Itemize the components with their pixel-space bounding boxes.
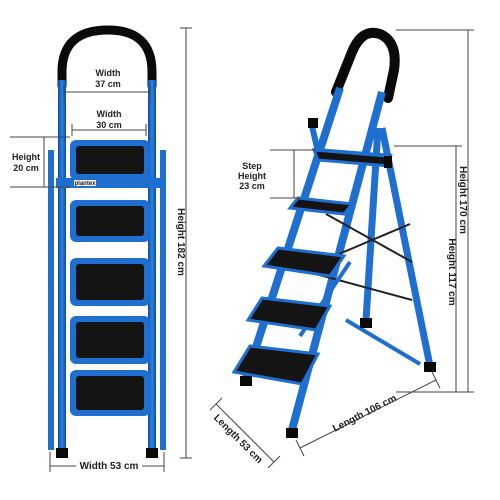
front-inner-width-label: Width bbox=[97, 109, 122, 119]
side-ladder bbox=[231, 27, 436, 438]
side-step bbox=[287, 196, 355, 216]
side-total-height: Height 170 cm bbox=[457, 166, 468, 234]
front-step-height-label: Height bbox=[12, 152, 40, 162]
front-step bbox=[70, 140, 150, 180]
front-step bbox=[70, 316, 150, 364]
front-top-width-value: 37 cm bbox=[95, 79, 121, 89]
front-bottom-width: Width 53 cm bbox=[80, 461, 139, 472]
side-length-base: Length 106 cm bbox=[331, 393, 398, 435]
front-top-width-label: Width bbox=[96, 68, 121, 78]
front-foot bbox=[146, 448, 158, 458]
front-step-height-value: 20 cm bbox=[13, 163, 39, 173]
front-right-rail bbox=[148, 80, 156, 458]
front-step bbox=[70, 370, 150, 416]
side-step-height-line1: Step bbox=[242, 161, 262, 171]
side-handle-grip bbox=[331, 27, 400, 103]
front-foot bbox=[56, 448, 68, 458]
front-ladder: plantex bbox=[48, 25, 166, 458]
front-step bbox=[70, 258, 150, 306]
front-left-rail bbox=[58, 80, 66, 458]
front-inner-width-value: 30 cm bbox=[96, 120, 122, 130]
side-step bbox=[245, 296, 333, 332]
side-length-depth: Length 53 cm bbox=[211, 413, 264, 466]
side-foot bbox=[424, 362, 436, 372]
front-dimension-lines bbox=[10, 27, 192, 472]
side-step-height-line2: Height bbox=[238, 171, 266, 181]
side-step-height-value: 23 cm bbox=[239, 181, 265, 191]
side-dimension-lines bbox=[209, 29, 474, 469]
side-foot bbox=[360, 318, 372, 328]
side-foot bbox=[240, 376, 252, 386]
side-platform-height: Height 117 cm bbox=[446, 238, 457, 305]
brand-logo: plantex bbox=[74, 181, 96, 187]
front-total-height: Height 182 cm bbox=[175, 208, 186, 276]
front-step bbox=[70, 200, 150, 242]
side-step bbox=[261, 246, 347, 278]
front-handle-grip bbox=[57, 25, 157, 91]
side-step bbox=[231, 344, 321, 386]
side-foot bbox=[286, 428, 298, 438]
